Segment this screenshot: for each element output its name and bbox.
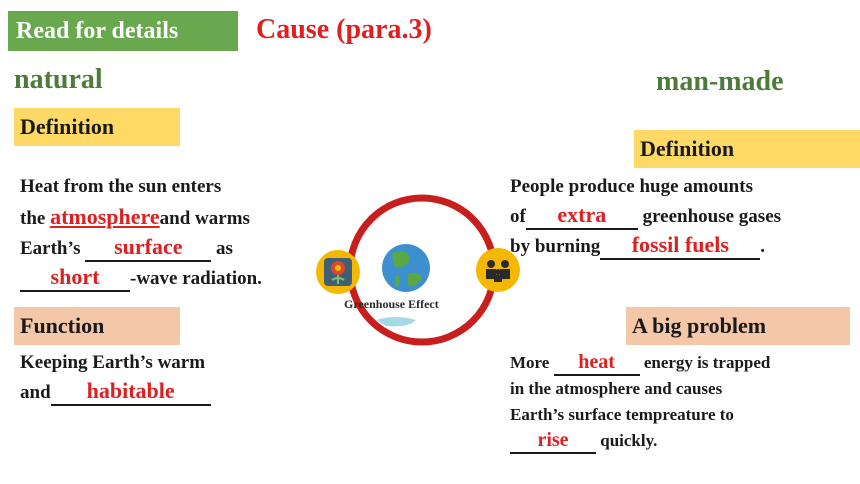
people-icon (476, 248, 520, 292)
line: Heat from the sun enters (20, 176, 222, 197)
natural-heading: natural (14, 64, 103, 95)
manmade-problem-label: A big problem (626, 307, 850, 345)
line: Keeping Earth’s warm (20, 352, 206, 373)
greenhouse-diagram (316, 194, 520, 346)
answer-atmosphere: atmosphere (50, 204, 160, 229)
flower-icon (316, 250, 360, 294)
manmade-problem-text: More heat energy is trapped in the atmos… (510, 350, 770, 454)
manmade-heading: man-made (656, 66, 784, 97)
section-tag: Read for details (8, 11, 238, 51)
line: in the atmosphere and causes (510, 379, 723, 398)
natural-definition-text: Heat from the sun enters the atmospherea… (20, 172, 262, 294)
answer-heat: heat (578, 351, 615, 373)
line: Earth’s surface as (20, 234, 262, 264)
line: the atmosphereand warms (20, 204, 250, 229)
natural-definition-label: Definition (14, 108, 180, 146)
line: Earth’s surface tempreature to (510, 405, 734, 424)
line: More heat energy is trapped (510, 350, 770, 376)
answer-extra: extra (557, 202, 607, 227)
answer-habitable: habitable (86, 378, 175, 403)
manmade-definition-label: Definition (634, 130, 860, 168)
diagram-caption: Greenhouse Effect (344, 297, 439, 311)
answer-short: short (50, 264, 100, 289)
water-shape (376, 317, 416, 327)
answer-surface: surface (114, 234, 183, 259)
answer-fossil-fuels: fossil fuels (631, 232, 729, 257)
line: short-wave radiation. (20, 264, 262, 294)
line: People produce huge amounts (510, 176, 753, 197)
line: rise quickly. (510, 428, 770, 454)
natural-function-label: Function (14, 307, 180, 345)
globe-icon (382, 244, 430, 292)
page-title: Cause (para.3) (256, 14, 432, 45)
answer-rise: rise (537, 429, 569, 451)
